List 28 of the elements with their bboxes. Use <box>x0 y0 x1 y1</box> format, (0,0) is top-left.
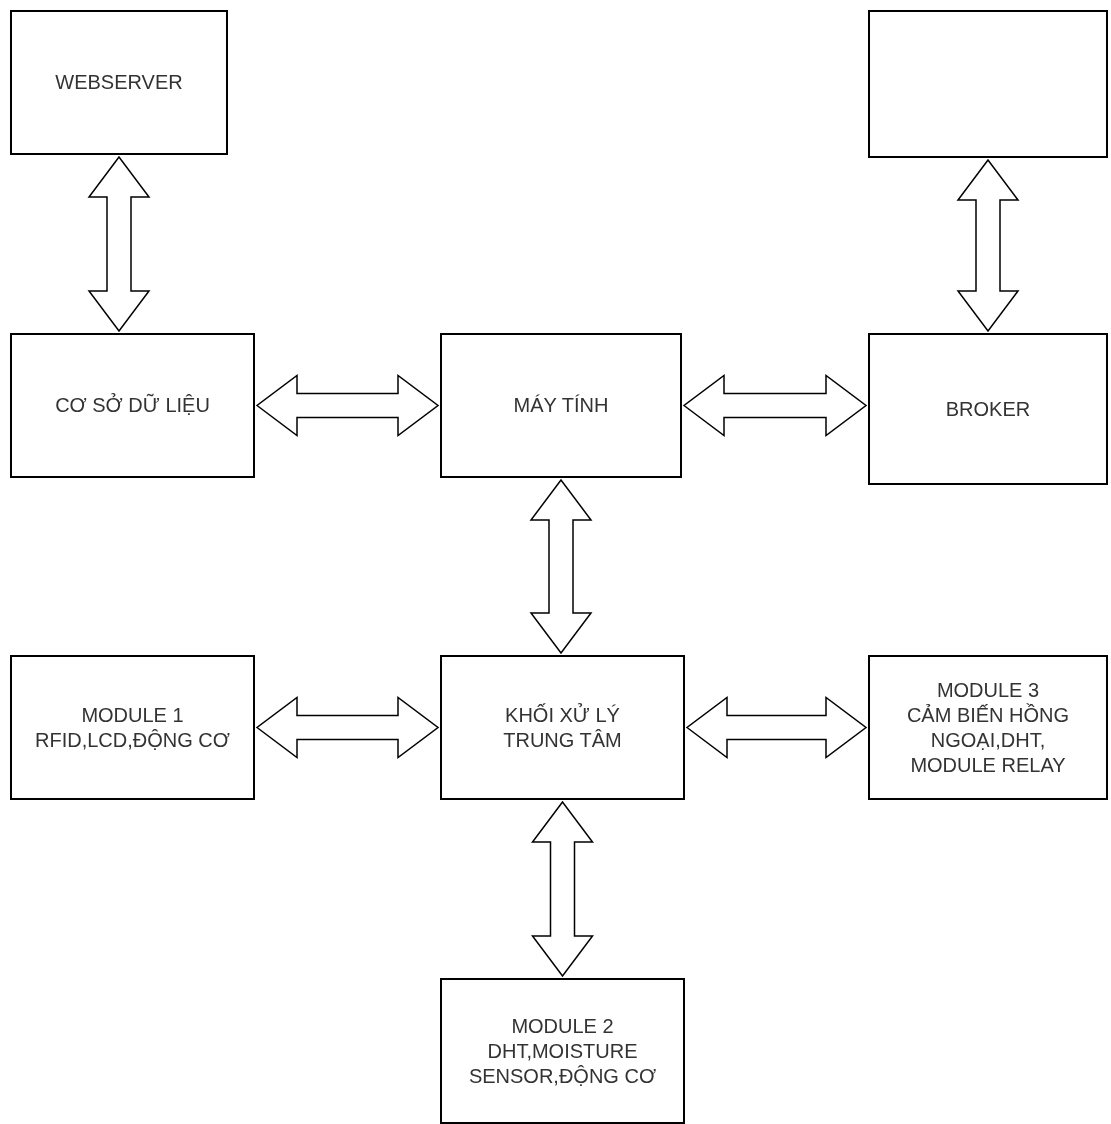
block-label: BROKER <box>945 396 1031 422</box>
double-block-arrow <box>87 155 151 333</box>
block-label: CƠ SỞ DỮ LIỆU <box>55 393 210 418</box>
node-description: DHT,MOISTURE SENSOR,ĐỘNG CƠ <box>467 1038 658 1089</box>
block-box <box>440 655 685 800</box>
double-block-arrow <box>531 800 594 978</box>
double-block-arrow <box>682 374 868 437</box>
box-shape <box>868 10 1108 158</box>
double-block-arrow <box>255 696 440 759</box>
node-description: RFID,LCD,ĐỘNG CƠ <box>35 727 230 753</box>
double-block-arrow <box>529 478 593 655</box>
block-box <box>440 333 682 478</box>
node-description: CẢM BIẾN HỒNG NGOẠI,DHT, MODULE RELAY <box>905 702 1071 778</box>
node-title: MODULE 1 <box>81 702 184 728</box>
block-box <box>10 10 228 155</box>
double-block-arrow <box>956 158 1020 333</box>
block-box <box>440 978 685 1124</box>
double-block-arrow <box>685 696 868 759</box>
block-label: KHỐI XỬ LÝ TRUNG TÂM <box>502 702 623 753</box>
double-block-arrow <box>255 374 440 437</box>
block-label: MÁY TÍNH <box>513 393 609 418</box>
block-box <box>868 333 1108 485</box>
block-label: WEBSERVER <box>55 70 183 95</box>
block-box <box>10 655 255 800</box>
node-title: MODULE 2 <box>511 1013 614 1039</box>
node-title: MODULE 3 <box>936 677 1040 703</box>
block-box <box>868 655 1108 800</box>
block-box <box>10 333 255 478</box>
